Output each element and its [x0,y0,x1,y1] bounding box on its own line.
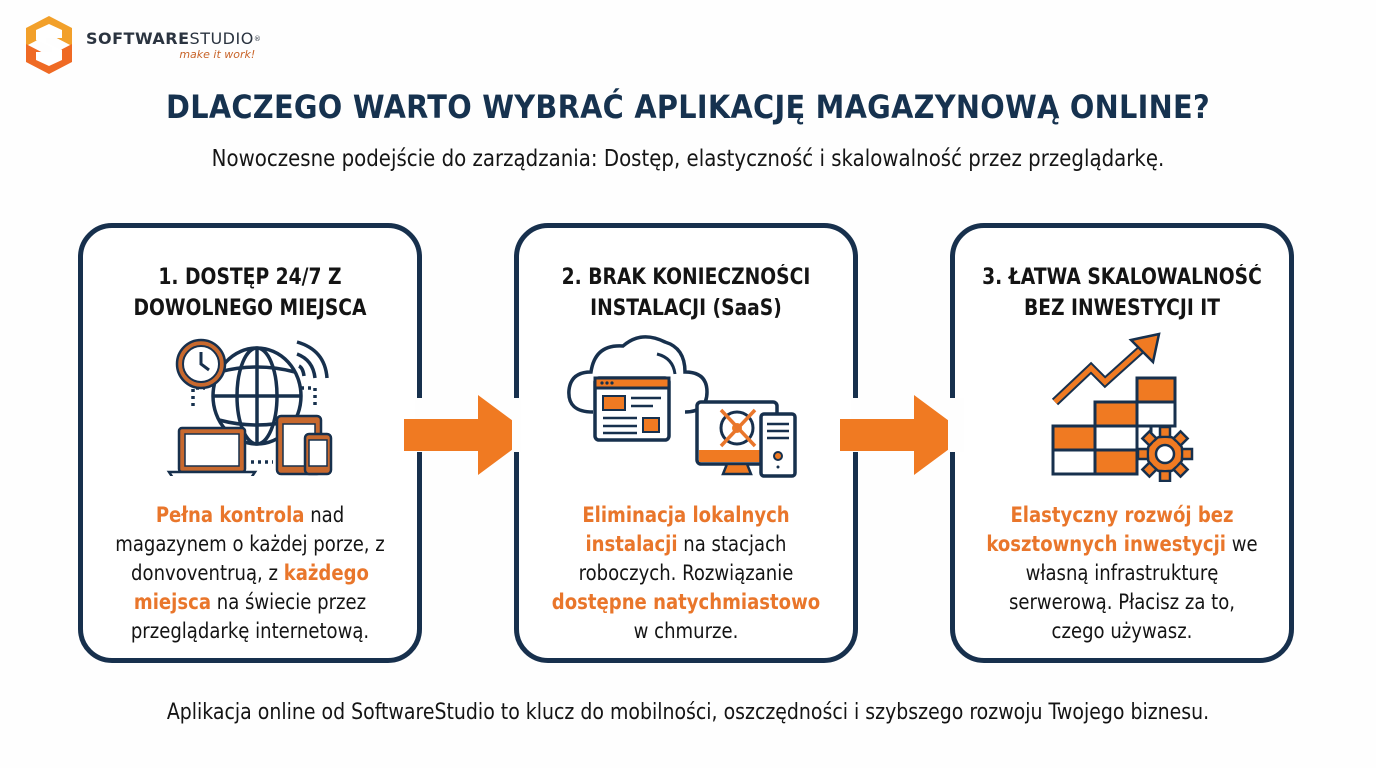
card-title: 2. BRAK KONIECZNOŚCI INSTALACJI (SaaS) [561,265,811,321]
feature-card-saas: 2. BRAK KONIECZNOŚCI INSTALACJI (SaaS) E [512,223,860,663]
software-studio-logo: SOFTWARESTUDIO® make it work! [26,16,261,74]
feature-card-access: 1. DOSTĘP 24/7 Z DOWOLNEGO MIEJSCA [78,223,424,663]
cloud-app-no-install-icon [567,335,797,478]
arrow-right-icon [840,395,968,475]
page-title: DLACZEGO WARTO WYBRAĆ APLIKACJĘ MAGAZYNO… [166,88,1210,126]
card-title: 3. ŁATWA SKALOWALNOŚĆ BEZ INWESTYCJI IT [982,265,1262,321]
card-description: Pełna kontrola nad magazynem o każdej po… [115,503,385,643]
globe-devices-clock-icon [166,338,333,476]
card-description: Elastyczny rozwój bez kosztownych inwest… [986,503,1258,643]
logo-name: SOFTWARESTUDIO® [86,29,262,48]
logo-s-hexagon-icon [26,16,72,74]
growth-blocks-gear-icon [1051,332,1194,482]
footer-tagline: Aplikacja online od SoftwareStudio to kl… [166,700,1210,725]
card-description: Eliminacja lokalnych instalacji na stacj… [551,503,821,643]
card-title: 1. DOSTĘP 24/7 Z DOWOLNEGO MIEJSCA [133,265,367,321]
logo-tagline: make it work! [179,48,256,61]
feature-card-scalability: 3. ŁATWA SKALOWALNOŚĆ BEZ INWESTYCJI IT [948,223,1294,663]
page-subtitle: Nowoczesne podejście do zarządzania: Dos… [211,146,1165,172]
arrow-right-icon [404,395,532,475]
